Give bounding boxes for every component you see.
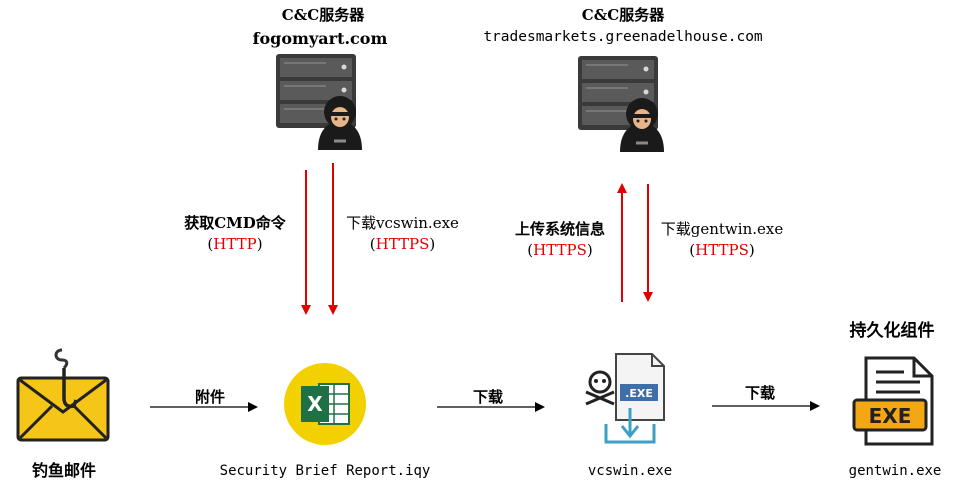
exe-badge-text: .EXE [625,387,653,400]
excel-letter: X [307,392,323,416]
server2-title: C&C服务器 [581,6,665,24]
label-get-cmd-protocol: (HTTP) [207,235,263,253]
server1-domain: fogomyart.com [252,29,388,48]
label-upload-sysinfo: 上传系统信息 [514,220,605,238]
server-hacker-icon [276,54,362,150]
server-hacker-icon [578,56,664,152]
protocol-https: HTTPS [695,241,749,259]
label-download-vcswin: 下载vcswin.exe [346,214,459,232]
label-download1: 下载 [472,388,503,406]
node-persistence: 持久化组件 [849,321,935,341]
node-report: Security Brief Report.iqy [219,463,431,479]
exe-file-icon: EXE [852,356,934,446]
label-download-gentwin-protocol: (HTTPS) [689,241,755,259]
server1-title: C&C服务器 [281,6,365,24]
label-download-vcswin-protocol: (HTTPS) [369,235,436,253]
label-get-cmd: 获取CMD命令 [184,214,286,232]
node-gentwin: gentwin.exe [848,463,942,479]
label-download2: 下载 [744,384,775,402]
malware-exe-icon: .EXE [585,353,665,444]
protocol-https: HTTPS [533,241,587,259]
label-upload-sysinfo-protocol: (HTTPS) [527,241,593,259]
excel-icon: X [284,363,366,445]
node-vcswin: vcswin.exe [587,463,673,479]
label-attachment: 附件 [194,388,225,406]
protocol-https: HTTPS [375,235,430,253]
node-phishing: 钓鱼邮件 [31,461,96,480]
protocol-http: HTTP [213,235,257,253]
label-download-gentwin: 下载gentwin.exe [660,220,784,238]
exe-file-text: EXE [869,404,912,428]
phishing-mail-icon [16,348,110,442]
server2-domain: tradesmarkets.greenadelhouse.com [483,29,763,45]
